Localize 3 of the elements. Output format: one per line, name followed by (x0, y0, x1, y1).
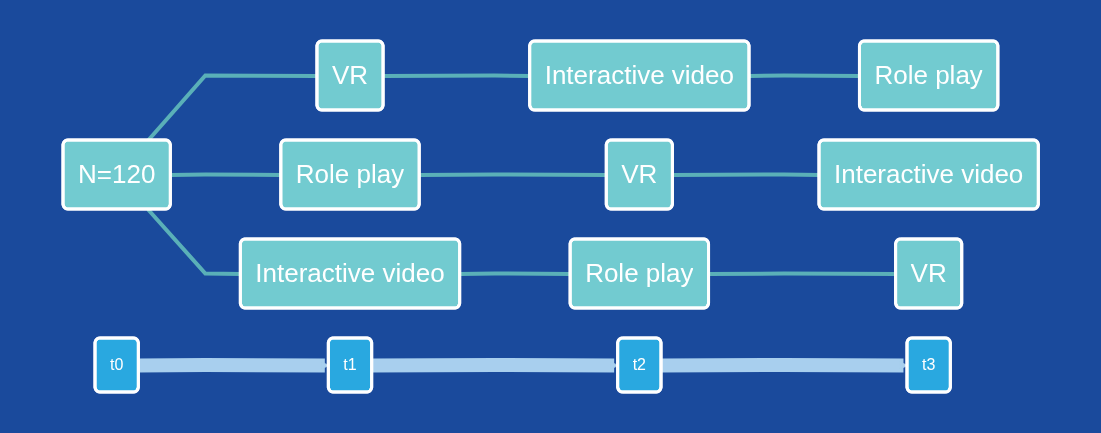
connector (708, 271, 896, 276)
connector (749, 73, 860, 78)
connector (419, 172, 607, 177)
